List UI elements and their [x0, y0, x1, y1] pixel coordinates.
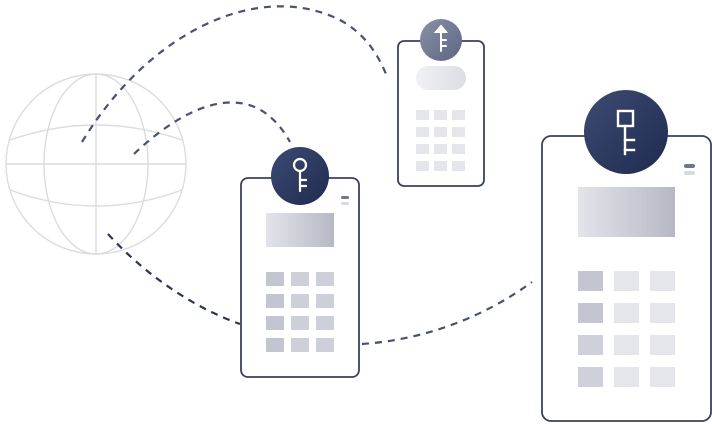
keypad-key: [316, 338, 334, 352]
status-led: [684, 164, 695, 168]
keypad-key: [291, 294, 309, 308]
keypad-key: [291, 338, 309, 352]
device-display: [266, 213, 334, 247]
device-keypad: [578, 271, 675, 387]
keypad-key: [291, 272, 309, 286]
connection-globe-to-medium-device: [133, 101, 291, 155]
key-icon: [616, 109, 636, 156]
key-icon: [292, 157, 308, 193]
device-medium: [240, 147, 360, 378]
keypad-key: [416, 161, 429, 171]
connection-medium-to-large-device: [361, 281, 533, 346]
status-led: [684, 171, 695, 175]
keypad-key: [614, 367, 639, 387]
key-icon: [433, 24, 449, 52]
keypad-key: [416, 144, 429, 154]
keypad-key: [316, 294, 334, 308]
keypad-key: [650, 367, 675, 387]
keypad-key: [291, 316, 309, 330]
connection-globe-to-small-device: [81, 5, 388, 143]
device-keypad: [266, 272, 334, 352]
keypad-key: [452, 110, 465, 120]
keypad-key: [266, 272, 284, 286]
keypad-key: [434, 161, 447, 171]
keypad-key: [316, 272, 334, 286]
keypad-key: [266, 316, 284, 330]
keypad-key: [578, 335, 603, 355]
keypad-key: [614, 335, 639, 355]
keypad-key: [452, 144, 465, 154]
keypad-key: [650, 335, 675, 355]
keypad-key: [650, 271, 675, 291]
keypad-key: [416, 127, 429, 137]
keypad-key: [614, 303, 639, 323]
status-led: [341, 196, 349, 199]
connection-globe-bottom-to-medium-device: [107, 233, 241, 326]
keypad-key: [650, 303, 675, 323]
keypad-key: [266, 294, 284, 308]
keypad-key: [266, 338, 284, 352]
keypad-key: [416, 110, 429, 120]
device-display: [578, 187, 675, 237]
globe-icon: [5, 73, 187, 255]
keypad-key: [452, 127, 465, 137]
device-keypad: [416, 110, 465, 171]
keypad-key: [578, 303, 603, 323]
keypad-key: [434, 110, 447, 120]
keypad-key: [614, 271, 639, 291]
connection-lines: [81, 5, 533, 346]
keypad-key: [434, 144, 447, 154]
keypad-key: [452, 161, 465, 171]
device-large: [541, 90, 712, 422]
keypad-key: [578, 271, 603, 291]
device-display: [416, 66, 466, 90]
keypad-key: [316, 316, 334, 330]
device-small: [397, 19, 485, 187]
status-led: [341, 202, 349, 205]
keypad-key: [434, 127, 447, 137]
keypad-key: [578, 367, 603, 387]
